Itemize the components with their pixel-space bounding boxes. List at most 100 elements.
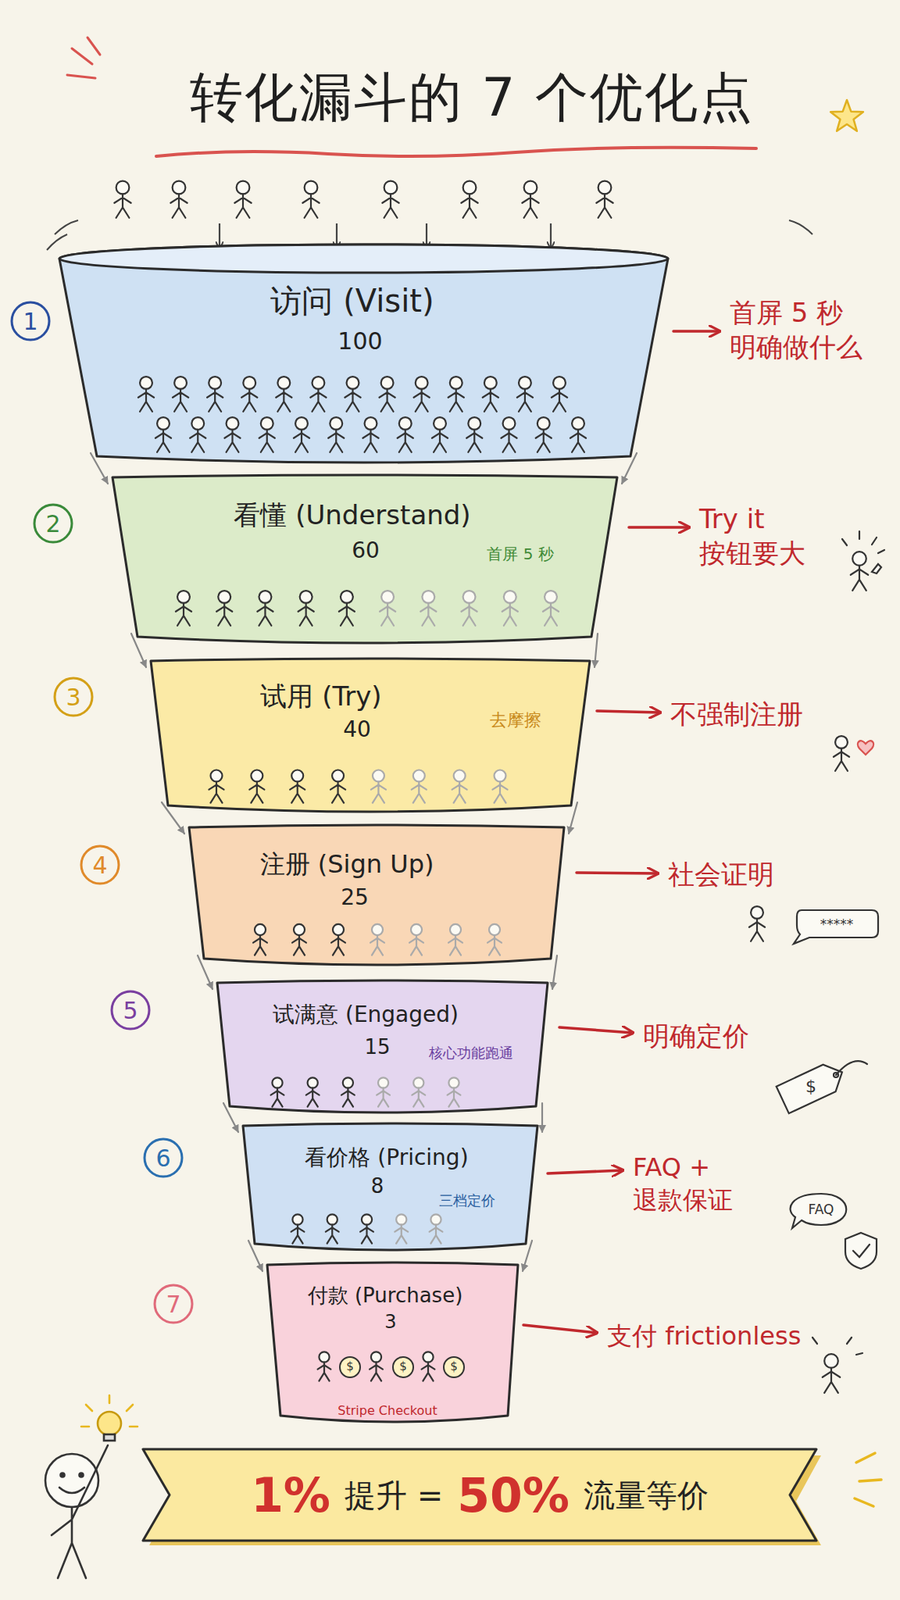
flow-arrow	[541, 1103, 543, 1133]
figure-body	[172, 389, 189, 412]
stick-figure	[833, 735, 850, 772]
figure-body	[379, 603, 396, 626]
figure-head	[157, 417, 170, 430]
tip-text: 首屏 5 秒 明确做什么	[729, 295, 875, 365]
stage-count: 40	[342, 717, 372, 743]
stage-count: 15	[364, 1035, 390, 1060]
figure-head	[852, 551, 867, 566]
stick-figure	[271, 1077, 285, 1107]
figure-head	[329, 417, 343, 430]
flow-arrow	[197, 955, 213, 990]
speech-bubble	[793, 910, 879, 944]
figure-head	[361, 1214, 372, 1225]
stage-count: 25	[340, 885, 369, 911]
coin	[339, 1357, 361, 1378]
figure-body	[293, 429, 310, 453]
star	[830, 100, 864, 132]
figure-body	[833, 748, 850, 772]
stick-figure	[325, 1214, 340, 1243]
stick-figure	[482, 376, 499, 412]
flow-arrow	[568, 802, 578, 834]
figure-head	[415, 376, 429, 390]
stick-figure	[241, 376, 258, 412]
figure-head	[484, 376, 497, 390]
figure-head	[217, 590, 231, 604]
funnel-rim	[59, 244, 668, 273]
stage-outline	[150, 658, 590, 812]
figure-head	[413, 1077, 424, 1088]
rating-stars: *****	[820, 915, 854, 933]
figure-head	[410, 924, 422, 936]
figure-head	[307, 1077, 318, 1088]
figure-head	[824, 1353, 839, 1368]
funnel-stage: 看懂 (Understand)60首屏 5 秒	[112, 474, 618, 645]
stick-figure	[376, 1077, 390, 1107]
stage-outline	[189, 825, 565, 965]
sparks	[854, 1453, 882, 1507]
stick-figure	[306, 1077, 320, 1107]
figure-head	[226, 417, 240, 430]
figure-body	[339, 603, 355, 626]
figure-head	[191, 417, 204, 430]
figure-head	[346, 376, 360, 390]
figure-head	[242, 376, 256, 390]
sparks	[812, 1337, 863, 1355]
figure-body	[325, 1225, 340, 1244]
figure-body	[411, 781, 427, 803]
figure-head	[553, 376, 566, 390]
figure-head	[259, 590, 272, 604]
figure-body	[330, 781, 346, 803]
figure-body	[224, 429, 240, 453]
stage-note: 核心功能跑通	[428, 1045, 514, 1062]
stick-figure	[411, 1077, 425, 1107]
figure-head	[210, 770, 223, 783]
stage-title: 注册 (Sign Up)	[260, 850, 435, 879]
stick-figure	[466, 417, 483, 453]
stick-figure	[432, 417, 448, 453]
stick-figure	[208, 770, 224, 804]
stage-title: 试用 (Try)	[260, 681, 382, 712]
stick-figure	[542, 590, 559, 626]
figure-head	[518, 376, 532, 390]
figure-body	[517, 389, 533, 412]
stick-figure	[344, 376, 361, 412]
stick-figure	[535, 417, 552, 453]
stick-figure	[487, 924, 502, 956]
stick-figure	[409, 924, 424, 956]
stage-count: 3	[384, 1311, 397, 1334]
stick-figure	[460, 181, 478, 218]
swoosh	[67, 37, 100, 79]
sparks	[842, 531, 885, 554]
figure-body	[175, 603, 192, 626]
stage-count: 60	[351, 538, 380, 564]
stick-figure	[448, 924, 463, 956]
figure-body	[460, 603, 477, 626]
figure-head	[293, 924, 305, 936]
figure-body	[492, 781, 508, 803]
callout-number: 4	[92, 850, 108, 881]
figure-head	[332, 924, 344, 936]
stick-figure	[448, 376, 465, 412]
tag-symbol: $	[805, 1075, 817, 1099]
stick-figure	[371, 770, 386, 804]
stick-figure	[429, 1214, 443, 1243]
figure-head	[453, 770, 466, 783]
figure-body	[328, 429, 344, 453]
stick-figure	[394, 1214, 408, 1243]
flow-arrow	[552, 955, 558, 990]
figure-body	[379, 389, 396, 412]
stick-figure	[362, 417, 379, 453]
stage-title: 付款 (Purchase)	[307, 1284, 464, 1308]
check	[853, 1244, 870, 1258]
figure-body	[409, 935, 424, 956]
stick-figure	[310, 376, 326, 412]
banner-outline	[142, 1449, 817, 1541]
stick-figure	[411, 770, 427, 804]
figure-body	[376, 1088, 390, 1108]
stage-shape	[189, 824, 565, 967]
stick-figure	[302, 181, 319, 218]
figure-body	[170, 193, 187, 218]
figure-head	[371, 924, 383, 936]
figure-body	[331, 935, 346, 956]
stick-figure	[170, 181, 187, 218]
